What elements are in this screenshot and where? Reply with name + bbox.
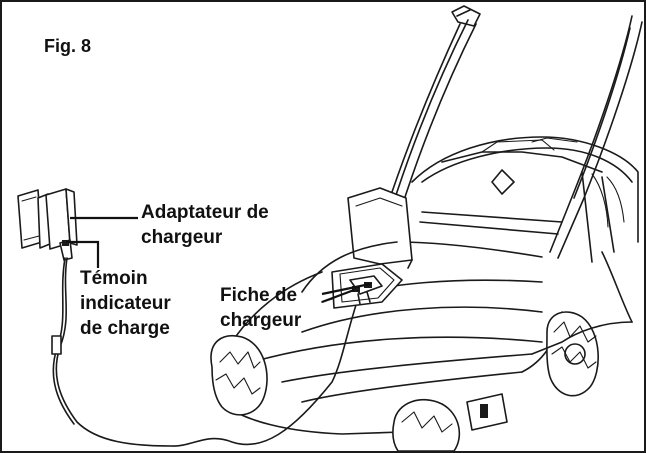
plug-label-line-1: Fiche de: [220, 285, 298, 306]
figure-title: Fig. 8: [44, 36, 92, 56]
indicator-label-line-2: indicateur: [80, 293, 171, 314]
indicator-leader: [66, 240, 100, 268]
adapter-label: Adaptateur de chargeur: [141, 200, 269, 250]
indicator-label-line-1: Témoin: [80, 268, 148, 289]
plug-leader-2: [321, 288, 355, 304]
indicator-label: Témoin indicateur de charge: [80, 266, 171, 341]
indicator-label-line-3: de charge: [80, 318, 170, 339]
plug-leader: [321, 282, 371, 296]
plug-label-line-2: chargeur: [220, 310, 302, 331]
adapter-label-line-2: chargeur: [141, 227, 223, 248]
plug-label: Fiche de chargeur: [220, 283, 301, 333]
adapter-label-line-1: Adaptateur de: [141, 202, 269, 223]
lawn-mower-icon: [210, 5, 643, 451]
leader-lines: [66, 216, 371, 304]
